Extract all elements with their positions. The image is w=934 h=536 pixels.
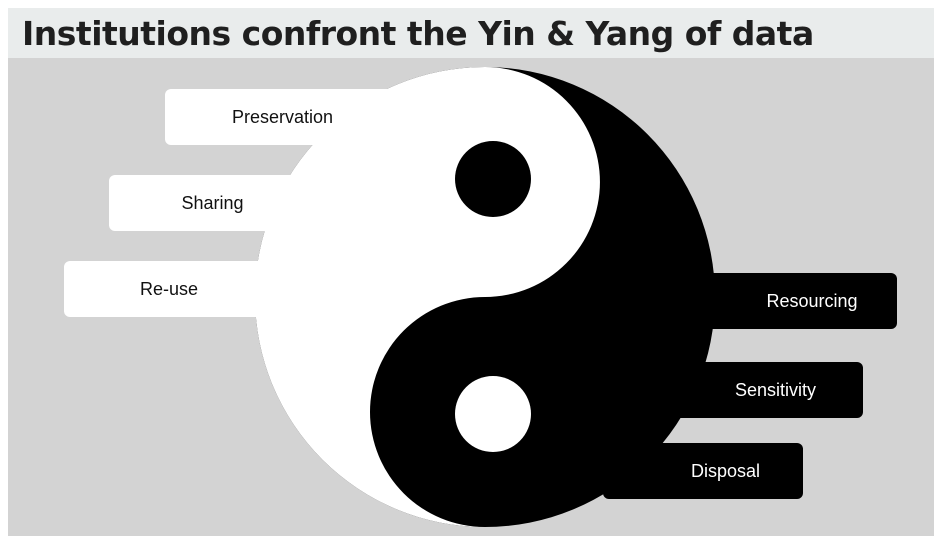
label-disposal: Disposal	[603, 443, 803, 499]
title-bar: Institutions confront the Yin & Yang of …	[8, 8, 934, 58]
diagram-canvas: Preservation Sharing Re-use Resourcing S…	[8, 58, 934, 536]
yin-dot	[455, 141, 531, 217]
label-re-use: Re-use	[64, 261, 274, 317]
label-resourcing: Resourcing	[677, 273, 897, 329]
label-preservation: Preservation	[165, 89, 400, 145]
label-preservation-text: Preservation	[231, 106, 334, 127]
label-sharing-text: Sharing	[181, 192, 244, 213]
yang-dot	[455, 376, 531, 452]
label-sensitivity: Sensitivity	[643, 362, 863, 418]
label-re-use-text: Re-use	[139, 278, 199, 299]
slide-title: Institutions confront the Yin & Yang of …	[22, 14, 814, 53]
yin-yang-symbol	[255, 67, 715, 527]
label-sensitivity-text: Sensitivity	[734, 379, 817, 400]
label-resourcing-text: Resourcing	[766, 290, 858, 311]
label-sharing: Sharing	[109, 175, 316, 231]
label-disposal-text: Disposal	[690, 460, 761, 481]
